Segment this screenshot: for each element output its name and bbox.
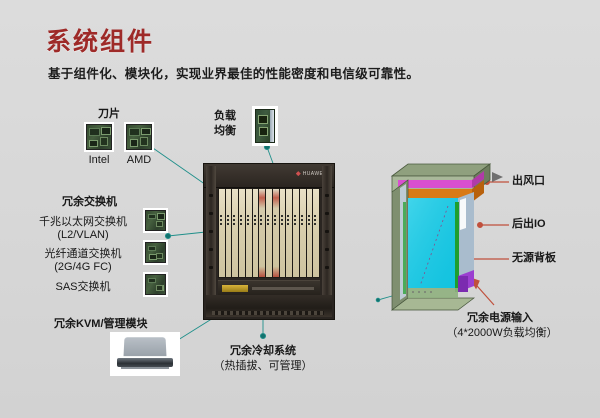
switch-photo-1 xyxy=(143,208,168,233)
chassis-top-cap: HUAWEI xyxy=(204,164,334,188)
chassis-rail-right xyxy=(322,166,332,317)
cooling-heading: 冗余冷却系统 xyxy=(230,345,296,357)
chassis-blade-slot xyxy=(306,189,313,277)
chassis-blade-slot xyxy=(313,189,320,277)
blade-label-intel: Intel xyxy=(88,154,110,166)
load-balance-label-line2: 均衡 xyxy=(214,125,236,137)
chassis-amber-module xyxy=(222,285,248,292)
chassis-blade-slot xyxy=(279,189,286,277)
chassis-rail-left xyxy=(206,166,216,317)
power-detail: （4*2000W负载均衡） xyxy=(446,327,558,339)
blade-heading: 刀片 xyxy=(98,108,120,120)
kvm-photo xyxy=(110,332,180,376)
switch-label-3-line1: SAS交换机 xyxy=(55,281,111,293)
right-label-rear-io: 后出IO xyxy=(512,218,546,230)
chassis-cutaway-diagram xyxy=(386,158,494,318)
page-subtitle: 基于组件化、模块化，实现业界最佳的性能密度和电信级可靠性。 xyxy=(48,67,420,81)
chassis-blade-slot xyxy=(239,189,245,277)
switch-label-1-line2: (L2/VLAN) xyxy=(57,229,109,241)
cooling-detail: （热插拔、可管理） xyxy=(213,360,313,372)
chassis-mid-plate xyxy=(218,280,320,298)
switch-label-2-line1: 光纤通道交换机 xyxy=(44,248,122,260)
chassis-blade-slot xyxy=(219,189,225,277)
chassis-card-cage xyxy=(218,188,320,278)
chassis-blade-slot xyxy=(299,189,306,277)
chassis-vent-grille xyxy=(212,311,324,315)
chassis-image: HUAWEI xyxy=(203,163,335,320)
switches-heading: 冗余交换机 xyxy=(62,196,117,208)
load-balance-card-photo xyxy=(252,106,278,146)
chassis-blade-slot xyxy=(225,189,232,277)
chassis-blade-slot xyxy=(252,189,259,277)
huawei-petal-icon xyxy=(295,171,301,177)
chassis-slot-bar xyxy=(252,287,314,290)
chassis-blade-slot xyxy=(286,189,293,277)
chassis-blade-slot xyxy=(272,189,279,277)
switch-label-2-line2: (2G/4G FC) xyxy=(54,261,112,273)
power-heading: 冗余电源输入 xyxy=(467,312,533,324)
switch-photo-2 xyxy=(143,240,168,265)
huawei-wordmark: HUAWEI xyxy=(302,171,325,177)
chassis-blade-slot xyxy=(293,189,299,277)
right-label-passive-backplane: 无源背板 xyxy=(512,252,556,264)
chassis-blade-slot xyxy=(266,189,272,277)
chassis-blade-slot xyxy=(245,189,252,277)
chassis-blade-slot xyxy=(259,189,266,277)
blade-photo-amd xyxy=(124,122,154,152)
switch-photo-3 xyxy=(143,272,168,297)
right-label-air-outlet: 出风口 xyxy=(512,175,545,187)
chassis-blade-slot xyxy=(232,189,239,277)
blade-photo-intel xyxy=(84,122,114,152)
blade-label-amd: AMD xyxy=(126,154,152,166)
kvm-heading: 冗余KVM/管理模块 xyxy=(54,318,148,330)
switch-label-1-line1: 千兆以太网交换机 xyxy=(39,216,127,228)
huawei-logo: HUAWEI xyxy=(295,171,325,177)
page-title: 系统组件 xyxy=(46,28,155,56)
load-balance-label-line1: 负载 xyxy=(214,110,236,122)
